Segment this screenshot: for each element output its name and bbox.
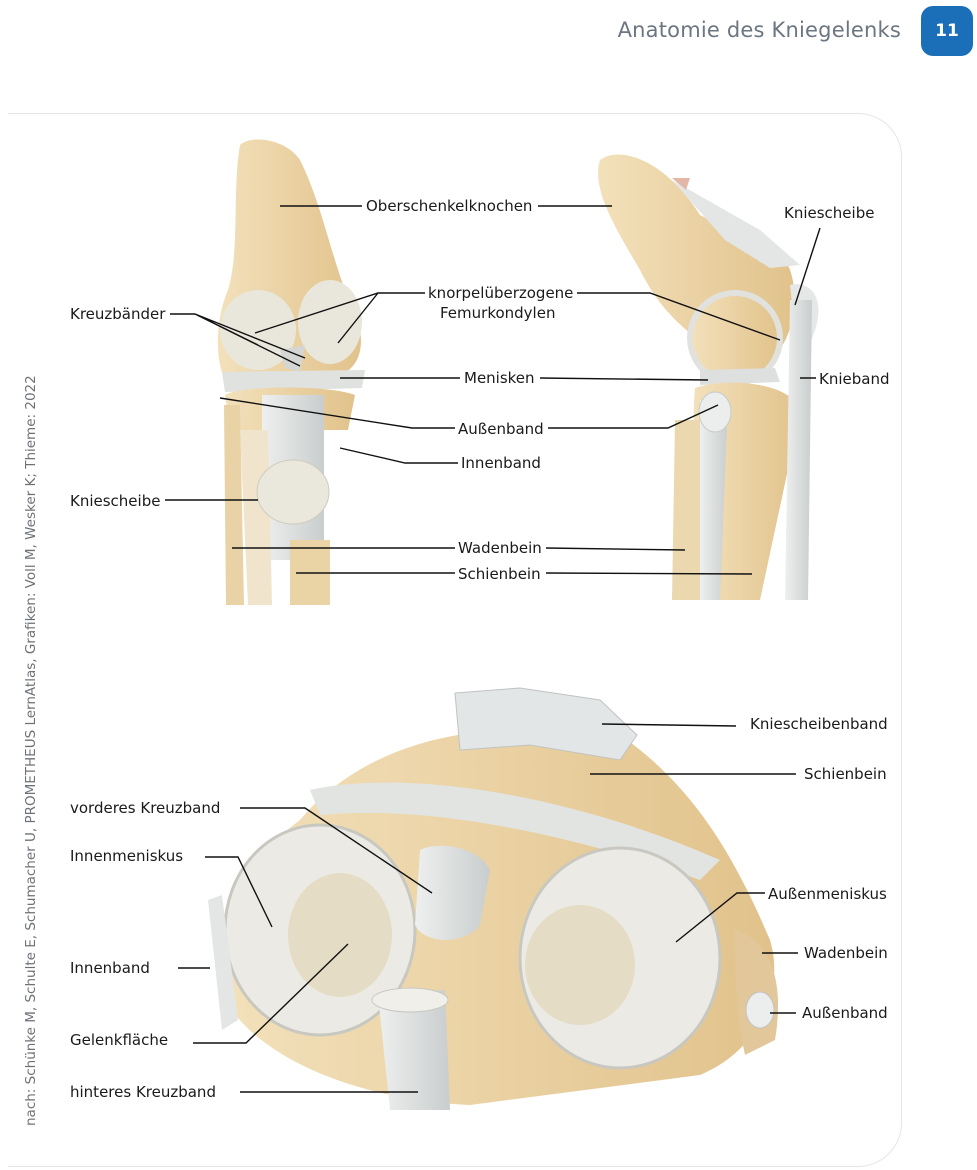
tibial-plateau-view bbox=[208, 687, 779, 1110]
label-innenband-top: Innenband bbox=[458, 454, 544, 472]
label-gelenkflaeche: Gelenkfläche bbox=[67, 1031, 172, 1049]
label-wadenbein-bottom: Wadenbein bbox=[801, 944, 891, 962]
label-vorderes-kreuzband: vorderes Kreuzband bbox=[67, 799, 224, 817]
label-schienbein-top: Schienbein bbox=[455, 565, 544, 583]
label-oberschenkelknochen: Oberschenkelknochen bbox=[363, 197, 536, 215]
page-number-badge: 11 bbox=[921, 6, 973, 56]
label-femurkondylen-line2: Femurkondylen bbox=[437, 304, 559, 322]
label-knieband: Knieband bbox=[816, 370, 893, 388]
knee-side-view bbox=[598, 154, 819, 600]
label-hinteres-kreuzband: hinteres Kreuzband bbox=[67, 1083, 219, 1101]
label-innenband-bottom: Innenband bbox=[67, 959, 153, 977]
label-schienbein-bottom: Schienbein bbox=[801, 765, 890, 783]
chapter-title: Anatomie des Kniegelenks bbox=[617, 18, 901, 42]
leader-lines bbox=[165, 205, 821, 1093]
label-kreuzbaender: Kreuzbänder bbox=[67, 305, 169, 323]
label-innenmeniskus: Innenmeniskus bbox=[67, 847, 187, 865]
label-kniescheibenband: Kniescheibenband bbox=[747, 715, 891, 733]
label-kniescheibe-side: Kniescheibe bbox=[781, 204, 878, 222]
label-aussenmeniskus: Außenmeniskus bbox=[765, 885, 890, 903]
label-aussenband-bottom: Außenband bbox=[799, 1004, 891, 1022]
label-aussenband-top: Außenband bbox=[455, 420, 547, 438]
knee-front-view bbox=[217, 139, 365, 605]
label-femurkondylen-line1: knorpelüberzogene bbox=[425, 284, 577, 302]
label-menisken: Menisken bbox=[461, 369, 538, 387]
label-kniescheibe-front: Kniescheibe bbox=[67, 492, 164, 510]
label-wadenbein-top: Wadenbein bbox=[455, 539, 545, 557]
